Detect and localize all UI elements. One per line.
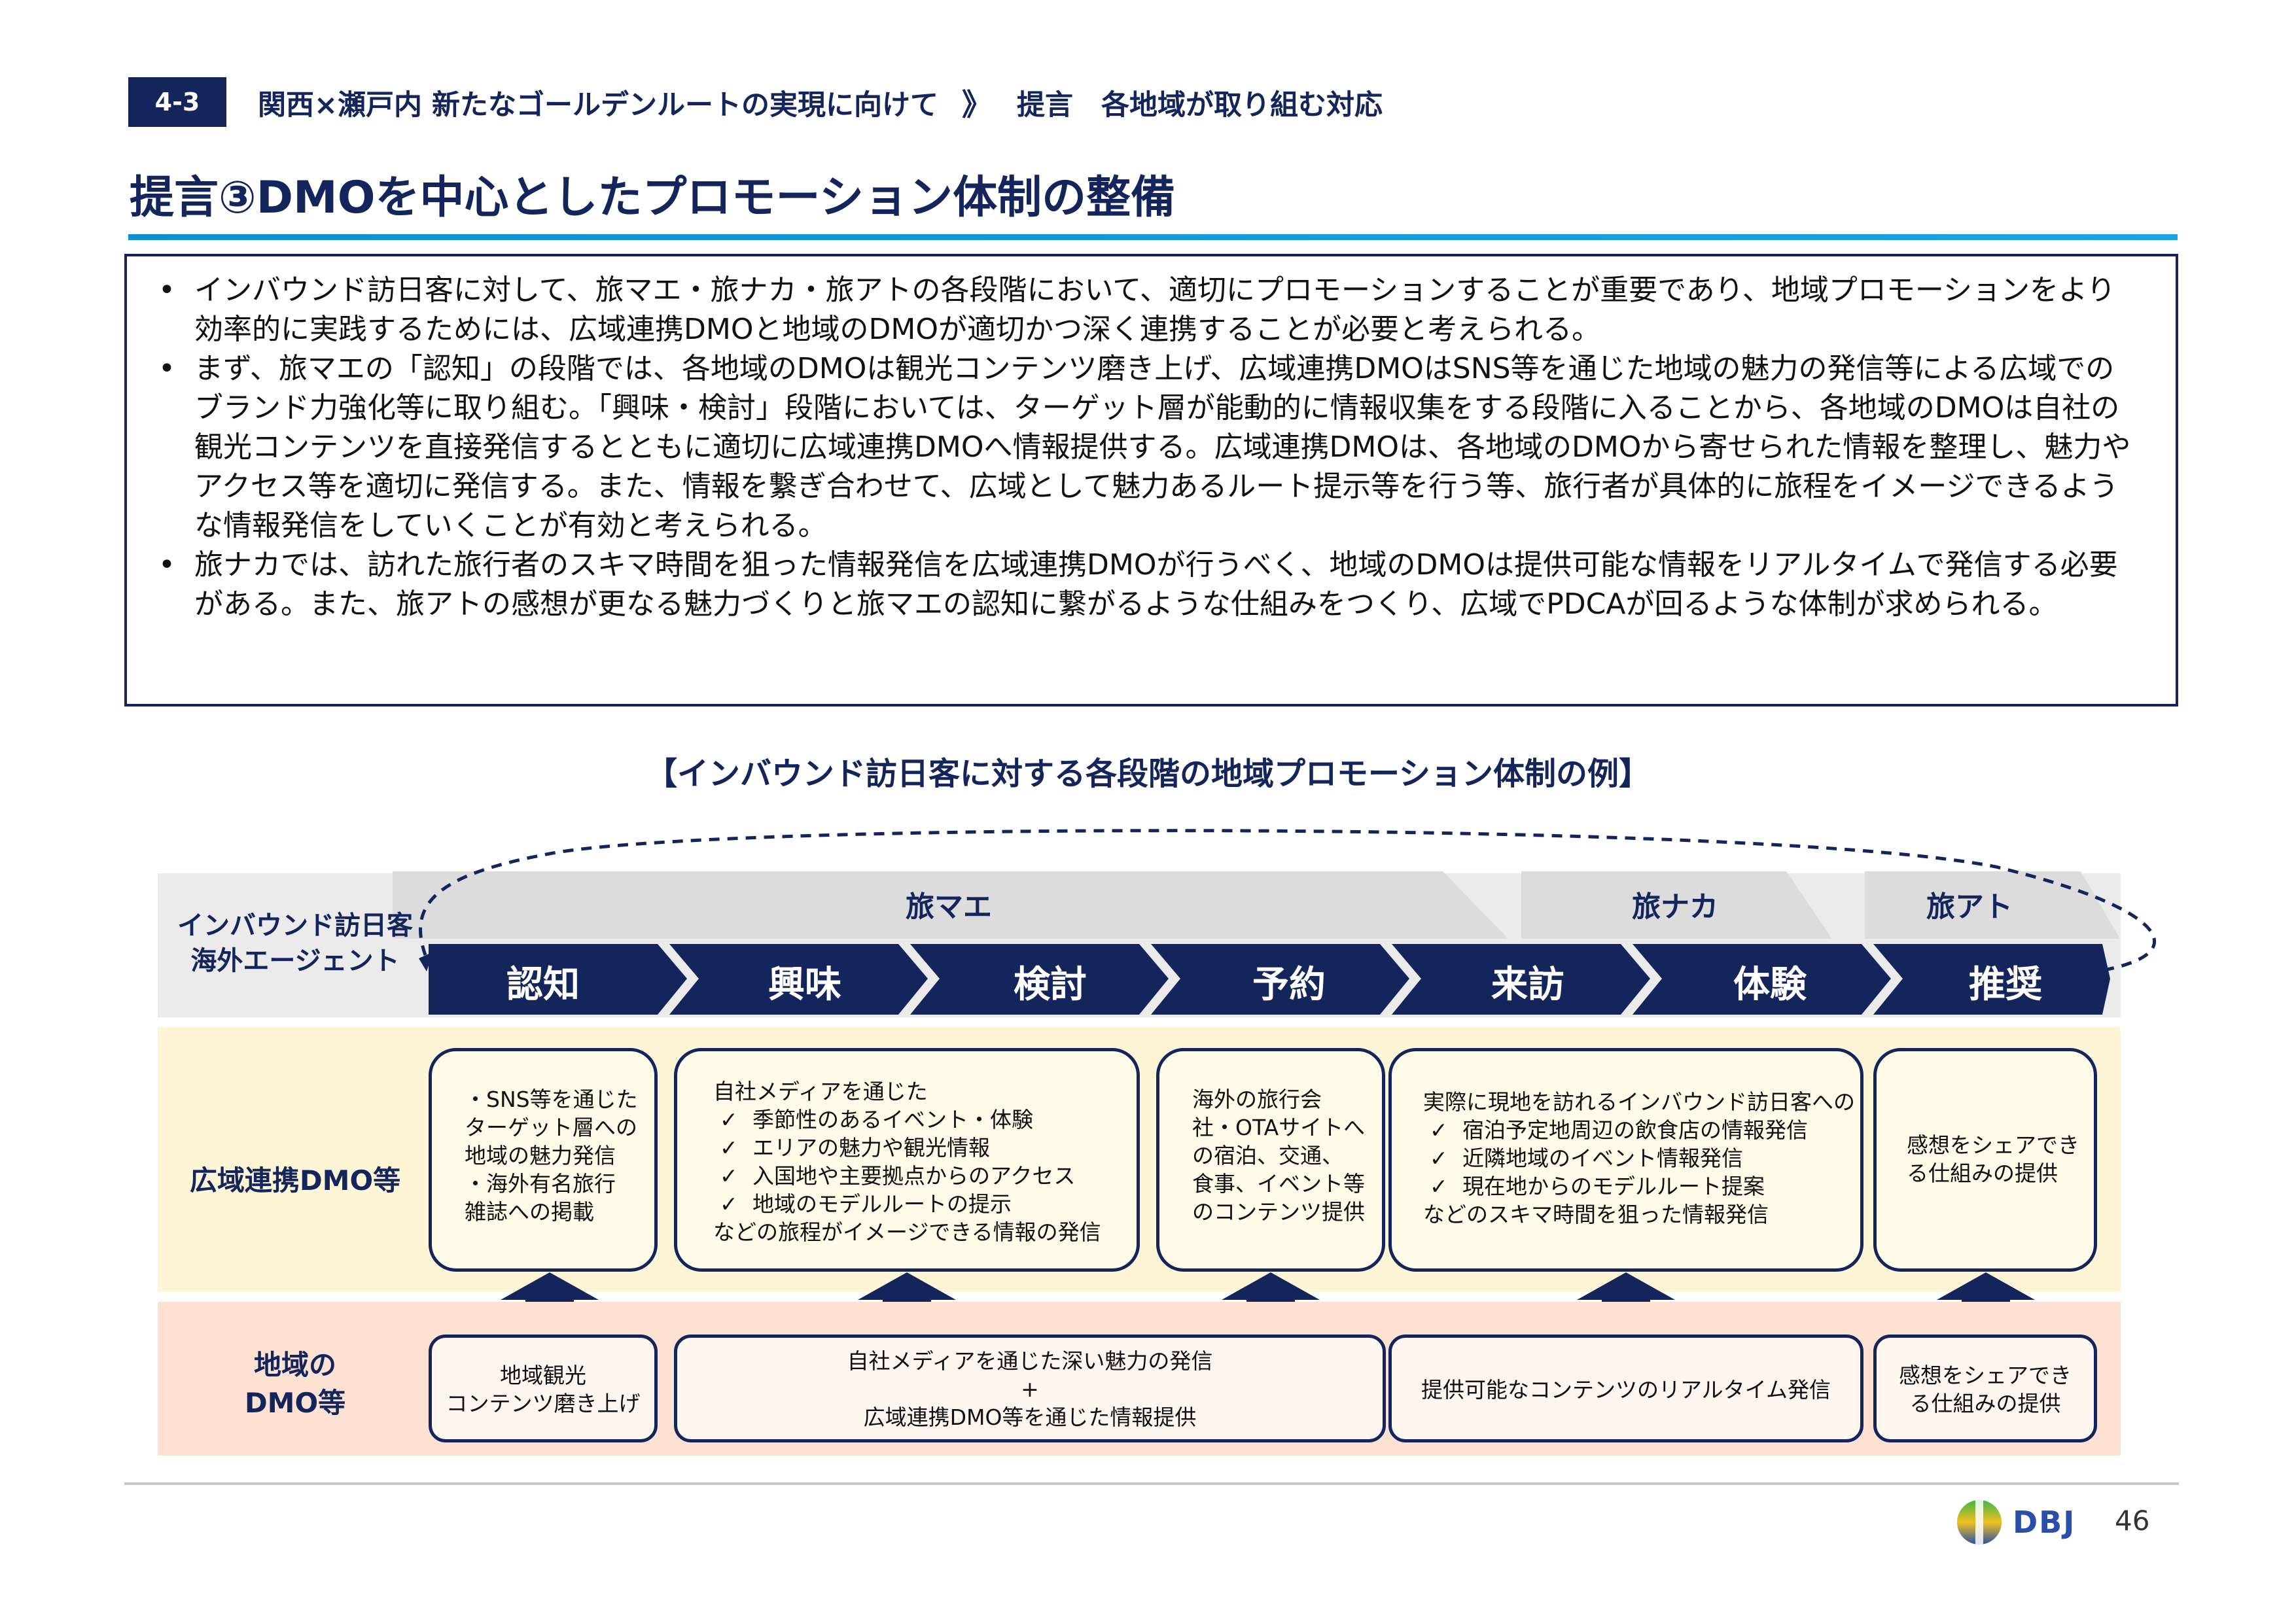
phase-shape-taboato: [1865, 871, 2120, 939]
card-intro: 自社メディアを通じた: [713, 1079, 928, 1104]
card-intro: 実際に現地を訪れるインバウンド訪日客への: [1423, 1089, 1855, 1115]
card-line: 食事、イベント等: [1192, 1171, 1365, 1196]
card-line: +: [1021, 1376, 1039, 1402]
page-title: 提言③DMOを中心としたプロモーション体制の整備: [130, 172, 1176, 224]
card-line: の宿泊、交通、: [1192, 1143, 1343, 1168]
stage-label-yoyaku: 予約: [1252, 964, 1326, 1006]
summary-bullet: 旅ナカでは、訪れた旅行者のスキマ時間を狙った情報発信を広域連携DMOが行うべく、…: [153, 546, 2143, 624]
stage-label-ninchi: 認知: [506, 964, 580, 1006]
check-item: ✓地域のモデルルートの提示: [720, 1191, 1012, 1217]
local-card-kyoumi-yoyaku: 自社メディアを通じた深い魅力の発信 + 広域連携DMO等を通じた情報提供: [674, 1335, 1386, 1442]
local-card-suishou: 感想をシェアでき る仕組みの提供: [1873, 1335, 2097, 1442]
stage-arrow: [429, 944, 687, 1015]
card-line: 広域連携DMO等を通じた情報提供: [863, 1405, 1197, 1430]
up-arrow-icon: [501, 1272, 599, 1326]
up-arrow-icon: [1222, 1272, 1320, 1326]
check-item: ✓入国地や主要拠点からのアクセス: [720, 1163, 1076, 1189]
card-line: ・SNS等を通じた: [465, 1087, 638, 1112]
breadcrumb-main: 関西×瀬戸内 新たなゴールデンルートの実現に向けて: [258, 89, 938, 122]
section-badge: 4-3: [128, 77, 226, 127]
stage-arrow: [910, 944, 1169, 1015]
up-arrow-icon: [1937, 1272, 2035, 1326]
regional-card-suishou: 感想をシェアでき る仕組みの提供: [1873, 1048, 2097, 1272]
actor-label-line1: インバウンド訪日客: [177, 911, 413, 941]
actor-label: インバウンド訪日客 海外エージェント: [158, 908, 433, 979]
up-arrow-icon: [858, 1272, 956, 1326]
phase-label-tabimae: 旅マエ: [906, 890, 992, 924]
logo-text: DBJ: [2013, 1505, 2076, 1540]
stage-label-raihou: 来訪: [1491, 964, 1564, 1006]
check-icon: ✓: [1430, 1117, 1448, 1143]
card-outro: などのスキマ時間を狙った情報発信: [1423, 1202, 1769, 1227]
check-icon: ✓: [1430, 1174, 1448, 1199]
check-item: ✓現在地からのモデルルート提案: [1430, 1174, 1765, 1199]
stage-label-taiken: 体験: [1733, 964, 1807, 1006]
dbj-logo-icon: [1957, 1500, 2002, 1544]
local-card-ninchi: 地域観光 コンテンツ磨き上げ: [429, 1335, 658, 1442]
summary-bullet: インバウンド訪日客に対して、旅マエ・旅ナカ・旅アトの各段階において、適切にプロモ…: [153, 271, 2143, 349]
card-line: 地域の魅力発信: [465, 1143, 616, 1168]
phase-shape-tabinaka: [1521, 871, 1832, 939]
card-line: ターゲット層への: [465, 1115, 637, 1140]
check-icon: ✓: [1430, 1145, 1448, 1171]
card-line: る仕組みの提供: [1909, 1391, 2061, 1416]
check-icon: ✓: [720, 1135, 738, 1161]
regional-card-ninchi: ・SNS等を通じた ターゲット層への 地域の魅力発信 ・海外有名旅行 雑誌への掲…: [429, 1048, 658, 1272]
check-item: ✓エリアの魅力や観光情報: [720, 1135, 990, 1161]
card-outro: などの旅程がイメージできる情報の発信: [713, 1219, 1101, 1245]
card-line: 感想をシェアでき: [1907, 1132, 2079, 1158]
page-number: 46: [2115, 1505, 2150, 1537]
check-item: ✓季節性のあるイベント・体験: [720, 1107, 1033, 1132]
phase-chevrons: [393, 871, 2120, 939]
summary-bullet: まず、旅マエの「認知」の段階では、各地域のDMOは観光コンテンツ磨き上げ、広域連…: [153, 349, 2143, 546]
breadcrumb: 関西×瀬戸内 新たなゴールデンルートの実現に向けて 》 提言 各地域が取り組む対…: [258, 81, 1383, 124]
actor-label-line2: 海外エージェント: [190, 946, 400, 976]
diagram-title: 【インバウンド訪日客に対する各段階の地域プロモーション体制の例】: [645, 756, 1651, 792]
local-card-raihou-taiken: 提供可能なコンテンツのリアルタイム発信: [1388, 1335, 1863, 1442]
up-arrow-icon: [1577, 1272, 1675, 1326]
card-line: る仕組みの提供: [1907, 1161, 2058, 1186]
stage-arrow: [1392, 944, 1650, 1015]
stage-arrows: [429, 944, 2110, 1015]
card-line: 地域観光: [500, 1363, 586, 1388]
title-underline: [128, 234, 2178, 240]
card-line: 海外の旅行会: [1192, 1087, 1322, 1112]
dbj-logo: DBJ: [1955, 1498, 2075, 1546]
summary-box: インバウンド訪日客に対して、旅マエ・旅ナカ・旅アトの各段階において、適切にプロモ…: [124, 254, 2178, 707]
card-line: 自社メディアを通じた深い魅力の発信: [847, 1348, 1213, 1374]
stage-label-kyoumi: 興味: [768, 964, 841, 1006]
local-dmo-label: 地域の DMO等: [244, 1349, 346, 1419]
regional-card-raihou-taiken: 実際に現地を訪れるインバウンド訪日客への ✓宿泊予定地周辺の飲食店の情報発信 ✓…: [1388, 1048, 1863, 1272]
card-line: 社・OTAサイトへ: [1192, 1115, 1366, 1140]
phase-shape-tabimae: [393, 871, 1508, 939]
summary-list: インバウンド訪日客に対して、旅マエ・旅ナカ・旅アトの各段階において、適切にプロモ…: [127, 256, 2176, 624]
stage-arrow: [669, 944, 928, 1015]
phase-label-tabinaka: 旅ナカ: [1632, 890, 1718, 924]
check-item: ✓近隣地域のイベント情報発信: [1430, 1145, 1743, 1171]
regional-card-yoyaku: 海外の旅行会 社・OTAサイトへ の宿泊、交通、 食事、イベント等 のコンテンツ…: [1156, 1048, 1385, 1272]
card-line: のコンテンツ提供: [1192, 1199, 1365, 1225]
stage-arrow: [1873, 944, 2110, 1015]
card-line: ・海外有名旅行: [465, 1171, 616, 1196]
stage-arrow: [1151, 944, 1409, 1015]
check-icon: ✓: [720, 1163, 738, 1189]
stage-label-suishou: 推奨: [1969, 964, 2042, 1006]
regional-card-kyoumi-kentou: 自社メディアを通じた ✓季節性のあるイベント・体験 ✓エリアの魅力や観光情報 ✓…: [674, 1048, 1140, 1272]
card-line: 提供可能なコンテンツのリアルタイム発信: [1421, 1377, 1831, 1403]
check-icon: ✓: [720, 1191, 738, 1217]
stage-label-kentou: 検討: [1014, 964, 1087, 1006]
breadcrumb-separator-icon: 》: [962, 87, 992, 122]
footer-rule: [124, 1482, 2179, 1485]
check-icon: ✓: [720, 1107, 738, 1132]
card-line: 感想をシェアでき: [1899, 1363, 2072, 1388]
check-item: ✓宿泊予定地周辺の飲食店の情報発信: [1430, 1117, 1808, 1143]
phase-label-taboato: 旅アト: [1926, 890, 2013, 924]
card-line: 雑誌への掲載: [465, 1199, 594, 1225]
regional-dmo-label: 広域連携DMO等: [189, 1164, 401, 1196]
stage-arrow: [1633, 944, 1891, 1015]
breadcrumb-sub: 提言 各地域が取り組む対応: [1017, 89, 1383, 122]
card-line: コンテンツ磨き上げ: [446, 1391, 641, 1416]
